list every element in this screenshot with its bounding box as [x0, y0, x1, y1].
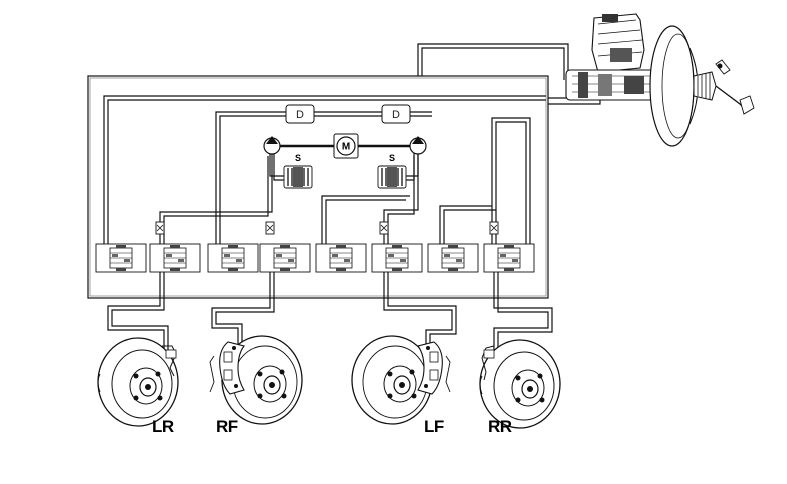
wheel-label-rf: RF	[216, 417, 238, 436]
solenoid-left: S	[283, 153, 313, 189]
brake-lines	[103, 43, 601, 352]
valve-module-1	[95, 243, 147, 273]
valve-module-6	[371, 243, 423, 273]
wheel-lr	[97, 337, 179, 427]
valve-modules	[95, 243, 535, 273]
valve-module-2	[149, 243, 201, 273]
hydraulic-unit-frame	[87, 75, 549, 299]
wheel-label-rr: RR	[488, 417, 512, 436]
wheel-lf	[351, 335, 451, 425]
wheel-label-lr: LR	[152, 417, 174, 436]
pump-left	[263, 136, 281, 155]
check-valves	[155, 221, 499, 235]
solenoid-right: S	[377, 153, 407, 189]
master-cylinder-booster	[565, 13, 755, 147]
valve-module-5	[315, 243, 367, 273]
damper-left-label: D	[296, 109, 304, 121]
wheel-rr	[479, 339, 561, 429]
valve-module-7	[427, 243, 479, 273]
wheel-rf	[209, 335, 303, 425]
solenoid-left-label: S	[295, 153, 301, 163]
solenoid-right-label: S	[389, 153, 395, 163]
pump-right	[409, 136, 427, 155]
motor-label: M	[342, 142, 350, 153]
valve-module-8	[483, 243, 535, 273]
damper-left: D	[285, 104, 315, 124]
damper-right: D	[381, 104, 411, 124]
pump-motor: M	[333, 133, 359, 159]
damper-right-label: D	[392, 109, 400, 121]
valve-module-3	[207, 243, 259, 273]
valve-module-4	[259, 243, 311, 273]
wheel-label-lf: LF	[424, 417, 444, 436]
